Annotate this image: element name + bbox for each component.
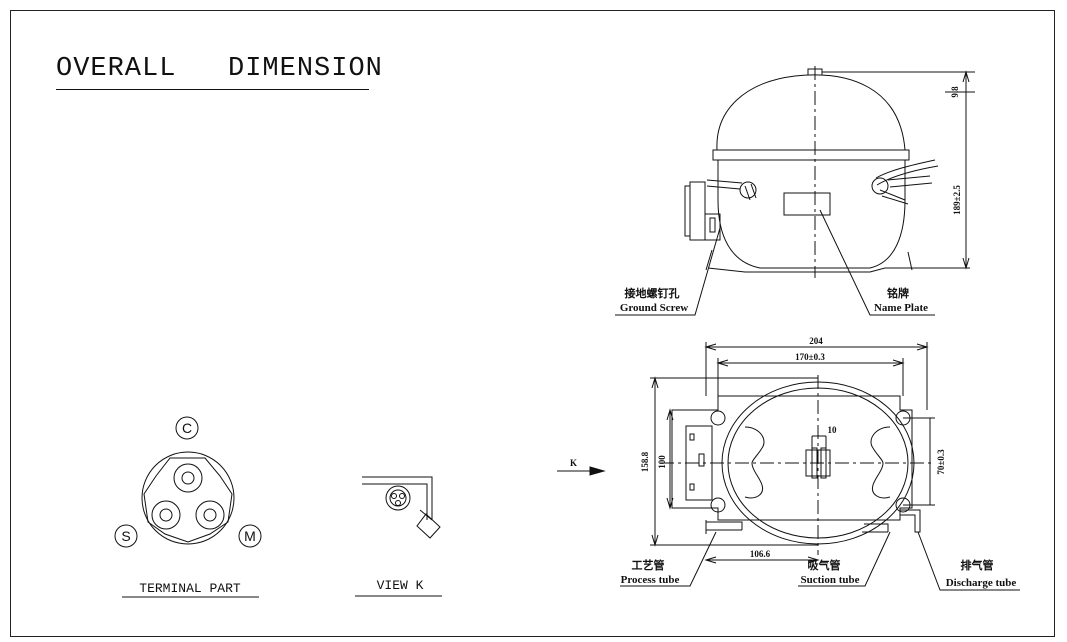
pin-s-label: S [121, 528, 130, 544]
name-plate-cn: 铭牌 [887, 286, 909, 300]
discharge-tube [900, 509, 921, 533]
process-tube-en: Process tube [621, 574, 680, 586]
top-offset-dim: 9.8 [950, 86, 960, 98]
terminal-part: C S M [114, 416, 262, 548]
pin-s-circle [114, 524, 138, 548]
ground-screw-bracket [689, 181, 706, 241]
drawing-title: OVERALL DIMENSION [56, 54, 383, 84]
terminal-pin-s [151, 500, 181, 530]
terminal-caption: TERMINAL PART [139, 581, 241, 596]
suction-tube-en: Suction tube [801, 574, 860, 586]
bottom-offset-dim: 106.6 [750, 549, 771, 559]
process-tube-leader [620, 531, 717, 587]
view-arrow: K [557, 458, 606, 476]
terminal-lobe [143, 457, 233, 543]
view-k [362, 476, 441, 539]
side-right-tube-1 [875, 159, 939, 186]
name-plate [783, 192, 831, 216]
suction-tube-leader [798, 531, 891, 587]
discharge-tube-cn: 排气管 [961, 558, 994, 572]
terminal-pin-m [195, 500, 225, 530]
suction-tube [862, 523, 889, 533]
width-outer-dim: 204 [809, 336, 823, 346]
height-dim: 189±2.5 [952, 185, 962, 215]
side-view [615, 66, 975, 316]
arrow-label: K [570, 458, 577, 468]
discharge-tube-leader [917, 531, 1020, 591]
ground-screw-cn: 接地螺钉孔 [625, 286, 680, 300]
pin-m-label: M [244, 528, 256, 544]
side-offset-dim: 70±0.3 [936, 449, 946, 475]
side-lower-body [717, 160, 906, 269]
discharge-tube-en: Discharge tube [946, 577, 1017, 589]
suction-tube-cn: 吸气管 [808, 558, 841, 572]
top-mounting-plate [671, 395, 913, 521]
title-underline [56, 89, 369, 90]
terminal-pin-c [173, 463, 203, 493]
side-flange [712, 149, 910, 161]
depth-inner-dim: 100 [657, 455, 667, 469]
side-base [707, 267, 912, 273]
process-tube-cn: 工艺管 [632, 558, 665, 572]
drawing-frame [10, 10, 1055, 637]
pin-c-label: C [182, 420, 192, 436]
view-k-caption: VIEW K [377, 578, 424, 593]
name-plate-en: Name Plate [874, 302, 928, 314]
pin-spacing-dim: 10 [828, 425, 838, 435]
ground-screw-leader [615, 227, 721, 316]
ground-screw-en: Ground Screw [620, 302, 688, 314]
top-view [620, 342, 1020, 591]
terminal-body [141, 451, 235, 545]
pin-m-circle [238, 524, 262, 548]
width-inner-dim: 170±0.3 [795, 352, 825, 362]
depth-outer-dim: 158.8 [640, 451, 650, 472]
process-tube [706, 521, 743, 531]
name-plate-leader [819, 209, 935, 316]
pin-c-circle [175, 416, 199, 440]
side-dome [716, 74, 906, 151]
